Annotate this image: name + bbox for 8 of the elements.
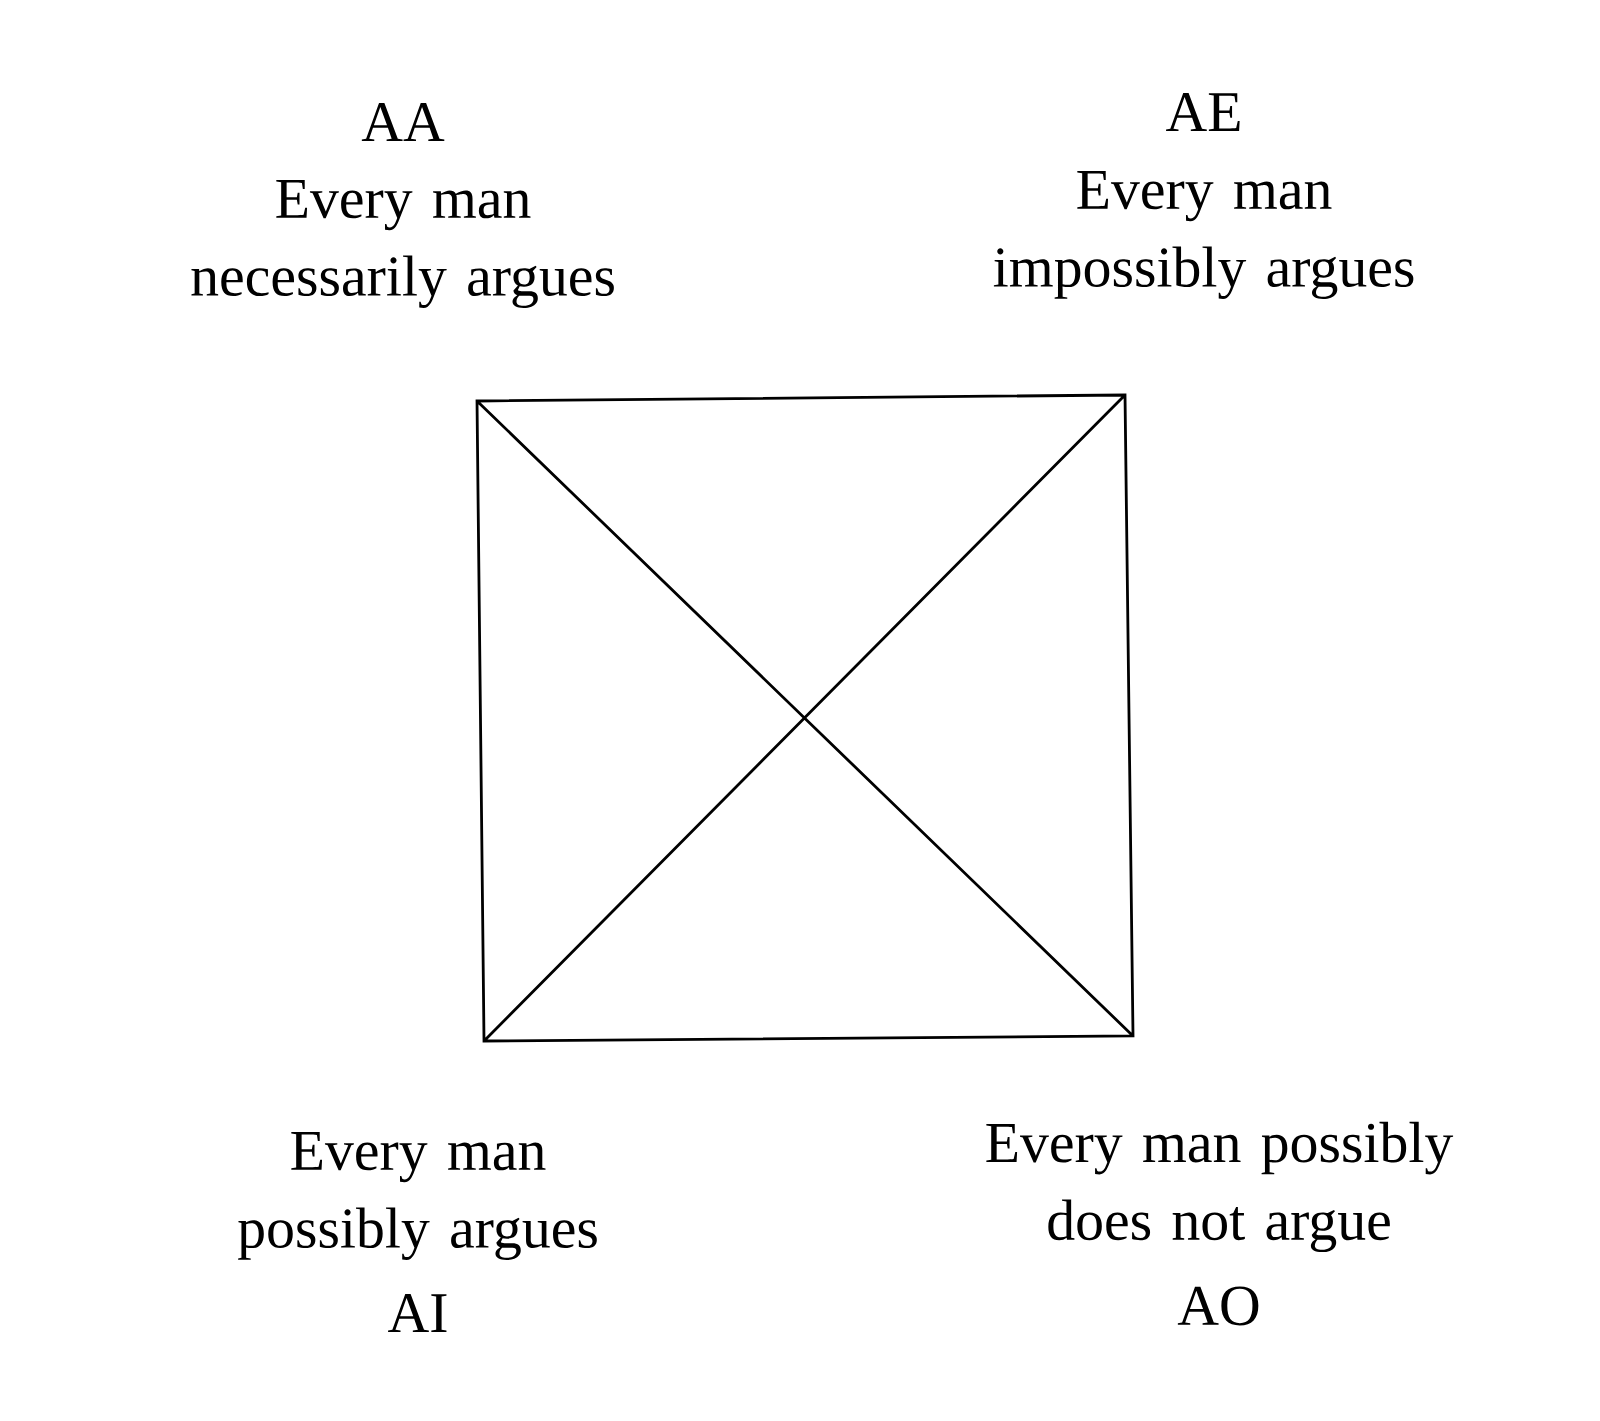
label: AE xyxy=(1166,92,1240,132)
label: AO xyxy=(1177,1286,1259,1326)
proposition-text: Every man necessarily argues xyxy=(191,179,614,308)
proposition-text: Every man impossibly argues xyxy=(993,170,1414,299)
proposition-text: Every man possibly argues xyxy=(238,1131,597,1260)
label: AI xyxy=(388,1293,447,1333)
proposition-text: Every man possibly does not argue xyxy=(986,1121,1454,1253)
label: AA xyxy=(361,102,445,142)
